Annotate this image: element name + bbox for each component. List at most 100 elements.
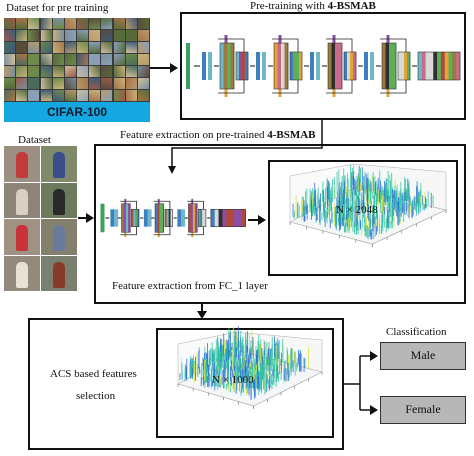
pedestrian-figure: [53, 225, 65, 251]
network-block: [273, 42, 289, 90]
feature-stripe: [421, 52, 426, 80]
cifar-thumbnail: [125, 90, 137, 101]
cifar-thumbnail: [113, 30, 125, 41]
skip-connection: [218, 80, 245, 94]
feature-stripe: [407, 52, 411, 80]
cifar-thumbnail: [137, 90, 149, 101]
pedestrian-photo: [4, 182, 40, 218]
pretrain-title-text: Pre-training with: [250, 0, 328, 12]
cifar-thumbnail: [40, 42, 52, 53]
feature-stripe: [226, 209, 231, 227]
network-block: [397, 51, 411, 81]
feature-stripe: [338, 43, 343, 89]
feature-stripe: [237, 209, 242, 227]
selection-label-line2: selection: [76, 390, 116, 402]
network-layer: [370, 52, 374, 80]
feature-stripe: [382, 43, 386, 89]
extraction-title: Feature extraction on pre-trained 4-BSMA…: [120, 129, 316, 141]
network-block: [198, 209, 207, 227]
pretrain-title: Pre-training with 4-BSMAB: [250, 0, 376, 12]
feature-stripe: [157, 203, 160, 233]
cifar-thumbnail: [28, 18, 40, 29]
cifar-thumbnail: [89, 90, 101, 101]
cifar-thumbnail: [28, 42, 40, 53]
feature-stripe: [214, 209, 219, 227]
pedestrian-photo: [4, 219, 40, 255]
cifar-thumbnail: [4, 66, 16, 77]
pedestrian-photo: [4, 146, 40, 182]
skip-connection: [187, 226, 204, 236]
feature-stripe: [448, 52, 453, 80]
feature-stripe: [166, 209, 169, 227]
feature-stripe: [195, 203, 198, 233]
pedestrian-figure: [16, 261, 28, 288]
pedestrian-photo: [4, 255, 40, 291]
feature-stripe: [125, 203, 129, 233]
cifar-thumbnail: [89, 42, 101, 53]
cifar-thumbnail: [101, 90, 113, 101]
cifar-thumbnail: [40, 18, 52, 29]
skip-connection: [218, 38, 245, 52]
skip-connection: [120, 226, 137, 236]
feature-stripe: [335, 43, 339, 89]
cifar-thumbnail: [40, 66, 52, 77]
cifar-thumbnail: [16, 42, 28, 53]
feature-stripe: [123, 203, 127, 233]
cifar-thumbnail: [64, 18, 76, 29]
network-block: [343, 51, 357, 81]
cifar-thumbnail: [40, 30, 52, 41]
feature-stripe: [296, 52, 300, 80]
cifar-thumbnail: [40, 54, 52, 65]
skip-connection: [153, 200, 171, 210]
feature-stripe: [429, 52, 434, 80]
cifar-thumbnail: [77, 18, 89, 29]
network-block: [210, 209, 246, 227]
network-block: [219, 42, 235, 90]
network-layer: [110, 209, 115, 227]
feature-stripe: [137, 209, 140, 227]
pretrain-network-diagram: [186, 35, 461, 97]
extraction-title-model: 4-BSMAB: [267, 129, 316, 141]
cifar-image-grid: [4, 18, 150, 102]
network-layer: [147, 209, 152, 227]
network-layer: [316, 52, 320, 80]
pretrain-box: [180, 12, 466, 120]
feature-stripe: [223, 43, 228, 89]
selection-box: [28, 318, 344, 450]
feature-stripe: [404, 52, 408, 80]
feature-stripe: [398, 52, 402, 80]
cifar-thumbnail: [40, 78, 52, 89]
cifar-thumbnail: [64, 78, 76, 89]
feature-stripe: [401, 52, 405, 80]
class-female-box: Female: [380, 396, 466, 424]
matrix-2048-frame: [268, 160, 458, 276]
feature-stripe: [425, 52, 430, 80]
cifar-thumbnail: [101, 30, 113, 41]
extraction-dataset-label: Dataset: [18, 134, 51, 146]
extraction-title-text: Feature extraction on pre-trained: [120, 129, 268, 141]
cifar-thumbnail: [16, 78, 28, 89]
feature-stripe: [281, 43, 285, 89]
feature-stripe: [452, 52, 457, 80]
network-layer: [177, 209, 182, 227]
cifar-thumbnail: [89, 30, 101, 41]
cifar-thumbnail: [28, 54, 40, 65]
feature-stripe: [222, 209, 227, 227]
cifar-thumbnail: [125, 18, 137, 29]
cifar-thumbnail: [64, 30, 76, 41]
feature-stripe: [290, 52, 294, 80]
cifar-thumbnail: [125, 78, 137, 89]
feature-stripe: [230, 209, 235, 227]
feature-stripe: [418, 52, 423, 80]
cifar-thumbnail: [4, 30, 16, 41]
cifar-thumbnail: [89, 66, 101, 77]
cifar-thumbnail: [52, 90, 64, 101]
skip-connection: [380, 38, 407, 52]
pretrain-dataset-label: Dataset for pre training: [6, 2, 109, 14]
feature-stripe: [210, 209, 215, 227]
cifar-thumbnail: [125, 66, 137, 77]
cifar-thumbnail: [101, 54, 113, 65]
cifar-thumbnail: [52, 78, 64, 89]
cifar-thumbnail: [64, 90, 76, 101]
feature-stripe: [159, 203, 162, 233]
